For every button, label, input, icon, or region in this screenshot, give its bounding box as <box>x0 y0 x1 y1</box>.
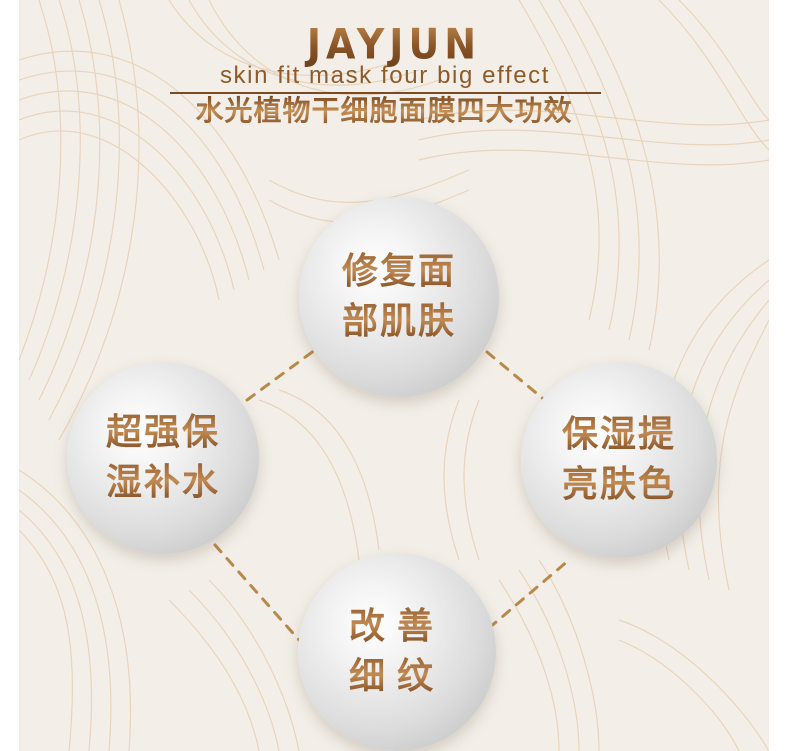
effect-label-line1: 保湿提 <box>562 410 676 460</box>
effect-label-line2: 部肌肤 <box>342 297 456 347</box>
effect-pearl-hydrate: 超强保 湿补水 <box>67 362 259 554</box>
effect-pearl-repair: 修复面 部肌肤 <box>299 197 499 397</box>
page-title: 水光植物干细胞面膜四大功效 <box>159 94 609 128</box>
subtitle: skin fit mask four big effect <box>219 62 551 89</box>
effect-label-line2: 细纹 <box>349 652 445 702</box>
effect-pearl-brighten: 保湿提 亮肤色 <box>521 362 717 558</box>
effect-label-line1: 改善 <box>349 602 445 652</box>
brand-logo-text: JAYJUN <box>19 20 769 68</box>
effect-label-line2: 亮肤色 <box>562 460 676 510</box>
effect-pearl-wrinkles: 改善 细纹 <box>298 553 496 751</box>
title-divider <box>170 92 601 94</box>
effect-label-line2: 湿补水 <box>106 458 220 508</box>
effect-label-line1: 超强保 <box>106 408 220 458</box>
effect-label-line1: 修复面 <box>342 247 456 297</box>
poster-canvas: JAYJUN skin fit mask four big effect 水光植… <box>19 0 769 751</box>
